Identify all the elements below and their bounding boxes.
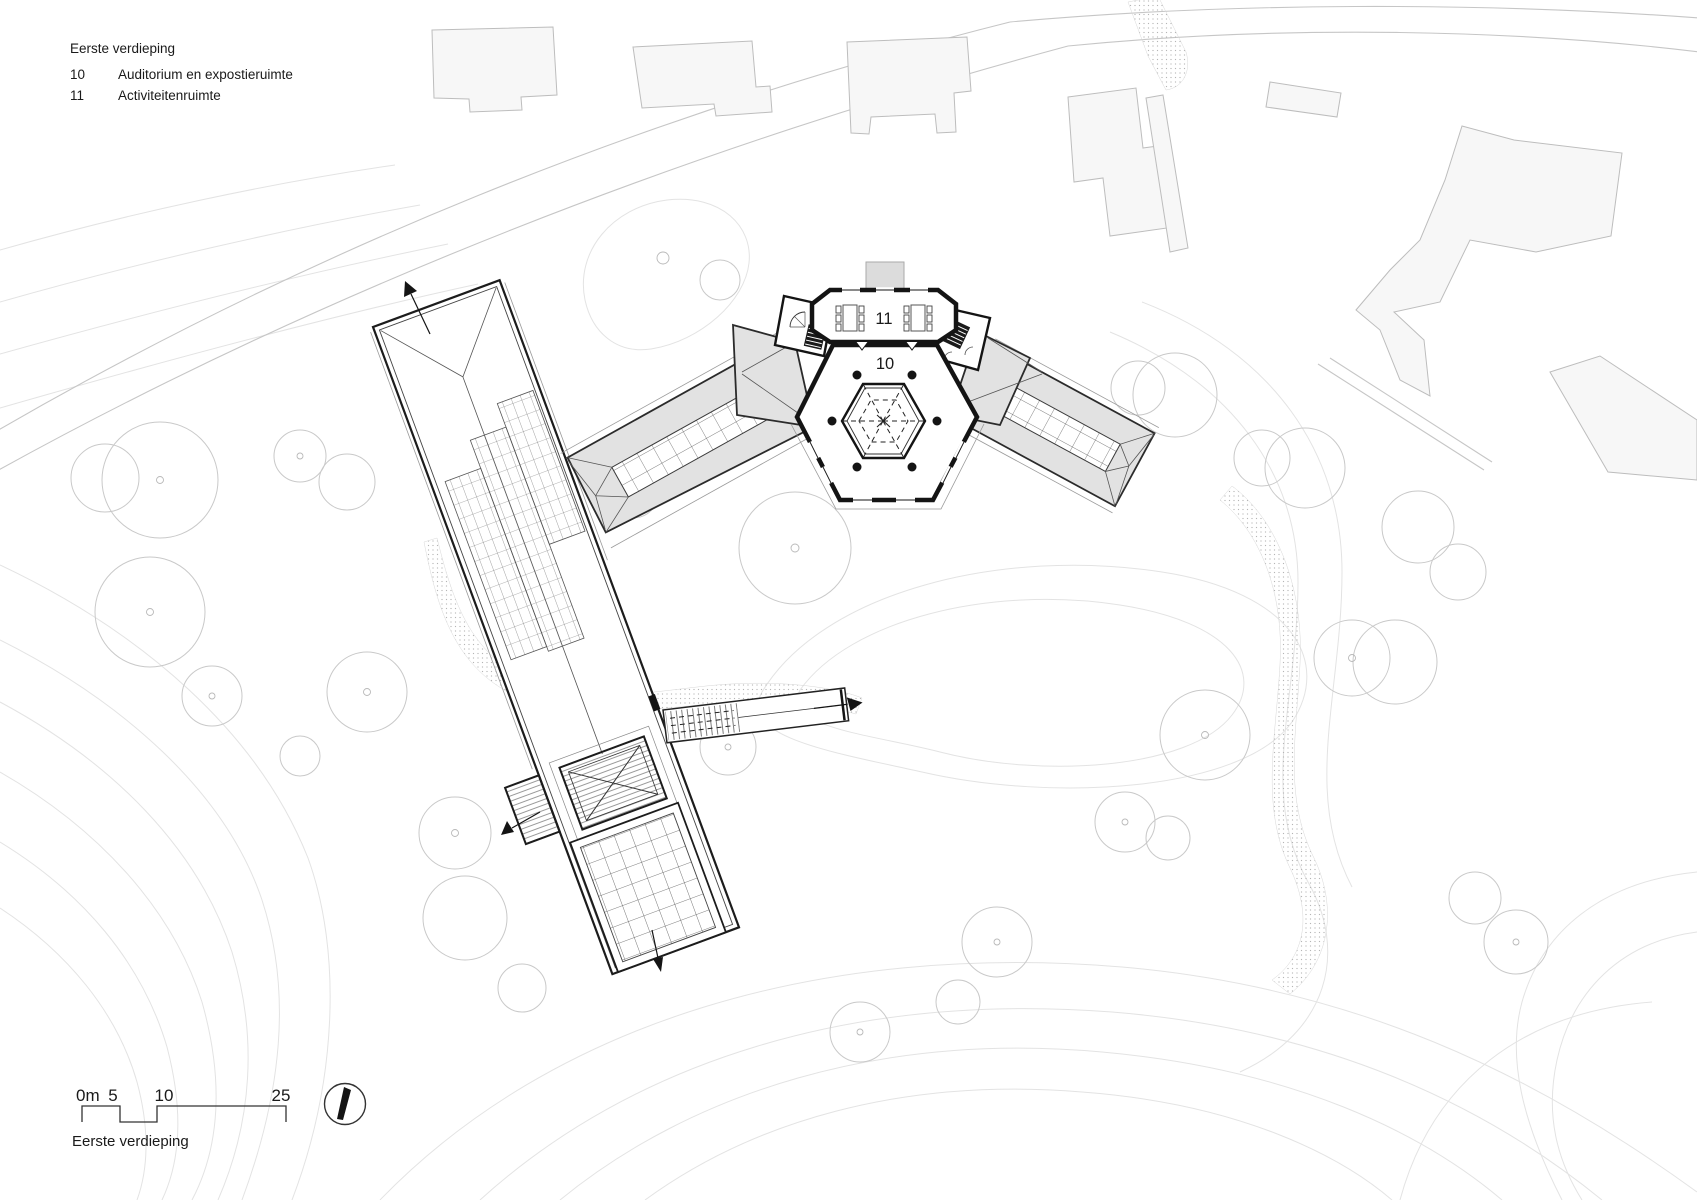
scale-label-10: 10 [155,1086,174,1105]
long-wing [370,278,741,976]
scale-label-0: 0m [76,1086,100,1105]
room-10-label: 10 [876,355,894,373]
footbridge [662,687,863,744]
context-buildings [431,26,1697,481]
entrance-arrow-icon [653,957,663,972]
entrance-arrow-icon [404,281,417,297]
legend-item-number: 11 [70,88,85,103]
trees [70,251,1549,1063]
context-building [846,36,972,135]
exit-arrow-icon [846,697,863,711]
skylight-void [548,725,678,841]
legend-title: Eerste verdieping [70,41,176,56]
context-building [1355,125,1623,397]
terrace-edge [790,423,985,510]
room-11-label: 11 [875,310,892,328]
window-gaps [807,440,967,503]
context-building [1265,81,1342,118]
legend-item-10: 10 Auditorium en expostieruimte [70,64,293,85]
side-balcony [503,774,561,846]
legend-item-label: Auditorium en expostieruimte [118,67,293,82]
legend-item-number: 10 [70,67,86,82]
legend: Eerste verdieping 10 Auditorium en expos… [70,38,293,106]
patio-grid [568,801,728,974]
entrance-arrows [404,281,663,972]
left-vestibule-roof [732,323,816,429]
legend-item-label: Activiteitenruimte [118,88,221,103]
scale-label-25: 25 [272,1086,291,1105]
columns [827,370,942,472]
drawing-caption: Eerste verdieping [72,1133,189,1150]
legend-item-11: 11 Activiteitenruimte [70,85,293,106]
main-building: 10 11 [370,261,1159,976]
table-and-chairs [835,304,865,332]
tree-trunk-markers [146,251,1520,1036]
context-building [1145,94,1189,253]
hex-hall: 10 [794,342,980,503]
canopy [865,261,905,291]
scale-label-5: 5 [108,1086,117,1105]
context-building [1549,355,1697,481]
central-skylight [840,382,927,460]
room-11: 11 [809,287,959,351]
context-building [632,40,773,117]
solar-panel-grids [444,389,586,661]
scale-bar: 0m 5 10 25 Eerste verdieping [72,1086,290,1150]
north-arrow-icon [323,1082,367,1126]
table-and-chairs [903,304,933,332]
context-building [431,26,558,113]
entrance-arrow-icon [501,821,514,835]
door-swing [855,341,919,351]
